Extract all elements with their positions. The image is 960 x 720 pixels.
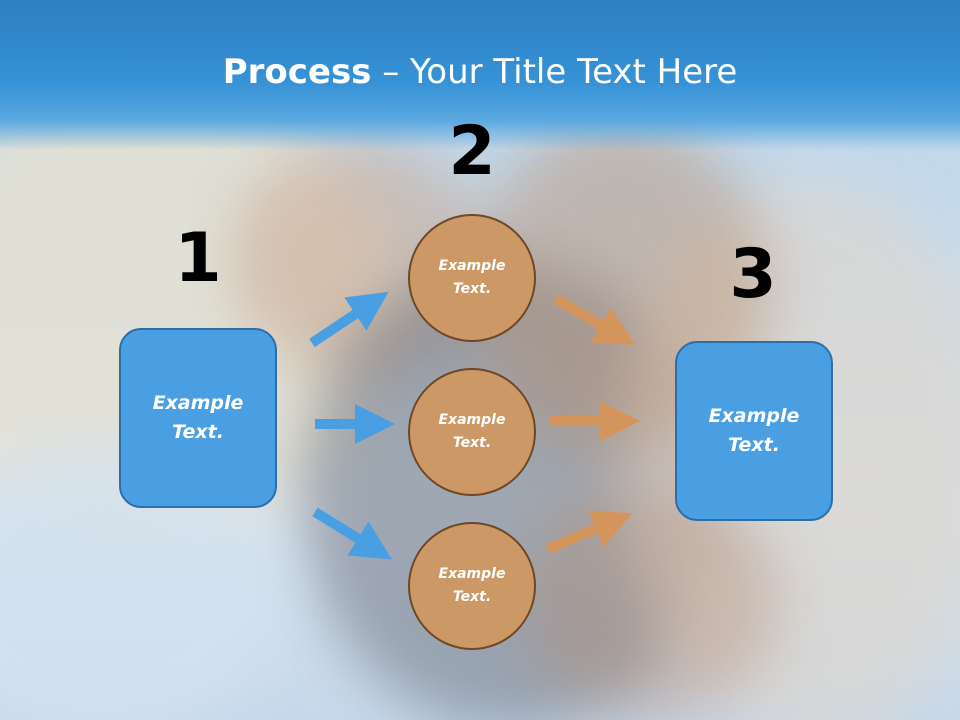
step-number-2: 2 — [448, 112, 496, 191]
arrow-tan-up — [546, 510, 633, 554]
arrow-blue-up — [309, 291, 389, 348]
arrow-tan-down — [553, 294, 636, 346]
title-bar — [0, 0, 960, 150]
slide-title[interactable]: Process – Your Title Text Here — [0, 52, 960, 92]
title-rest: – Your Title Text Here — [371, 52, 738, 92]
step2-circle-bottom[interactable]: Example Text. — [408, 522, 536, 650]
circle-text: Example Text. — [438, 566, 506, 605]
circle-text: Example Text. — [438, 412, 506, 451]
step-number-1: 1 — [174, 219, 222, 298]
step3-box[interactable]: Example Text. — [675, 341, 833, 521]
arrow-blue-down — [312, 507, 393, 560]
title-bold: Process — [222, 52, 372, 92]
step1-box-text: Example Text. — [152, 392, 244, 443]
circle-text: Example Text. — [438, 258, 506, 297]
step2-circle-top[interactable]: Example Text. — [408, 214, 536, 342]
step1-box[interactable]: Example Text. — [119, 328, 277, 508]
step3-box-text: Example Text. — [708, 405, 800, 456]
step-number-3: 3 — [729, 235, 777, 314]
step2-circle-middle[interactable]: Example Text. — [408, 368, 536, 496]
